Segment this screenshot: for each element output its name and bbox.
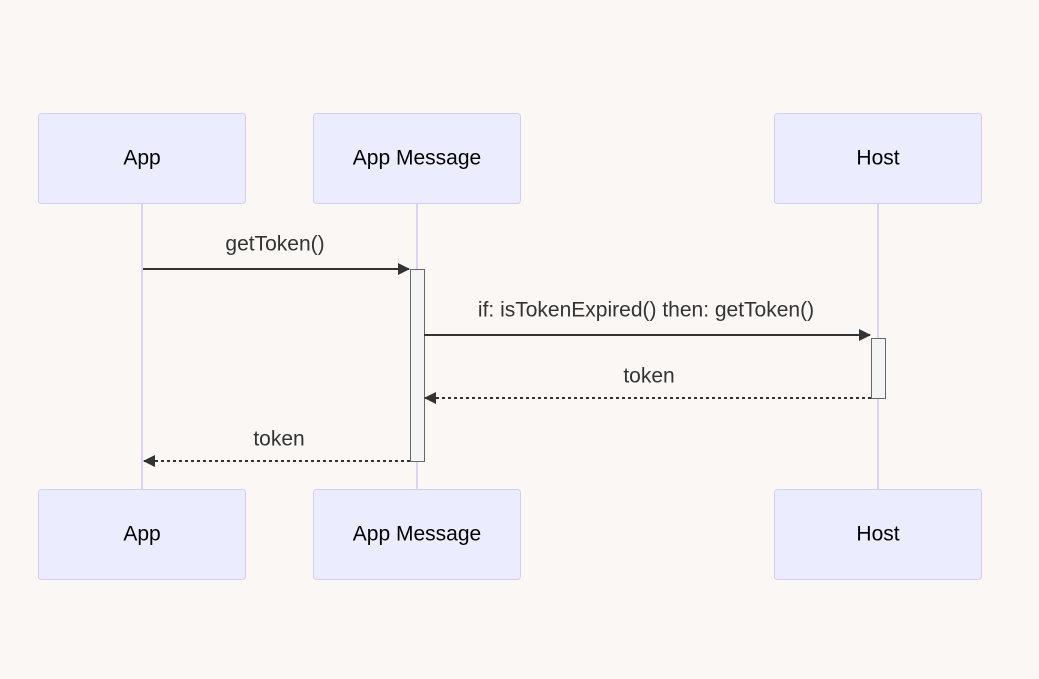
actor-label: Host xyxy=(856,147,899,170)
actor-label: App Message xyxy=(353,523,481,546)
message-conditional-gettoken: if: isTokenExpired() then: getToken() xyxy=(424,299,871,341)
actor-bottom-app[interactable]: App xyxy=(38,489,246,580)
message-token-return-app: token xyxy=(143,428,410,467)
activation-host xyxy=(871,338,886,399)
actor-label: App xyxy=(123,147,160,170)
actor-top-host[interactable]: Host xyxy=(774,113,982,204)
activation-app-message xyxy=(410,269,425,462)
message-token-return-host: token xyxy=(424,365,871,404)
actor-bottom-app-message[interactable]: App Message xyxy=(313,489,521,580)
message-gettoken: getToken() xyxy=(143,233,410,275)
actor-label: App Message xyxy=(353,147,481,170)
message-label: token xyxy=(253,428,304,451)
actor-top-app-message[interactable]: App Message xyxy=(313,113,521,204)
actor-label: App xyxy=(123,523,160,546)
actor-top-app[interactable]: App xyxy=(38,113,246,204)
message-label: token xyxy=(623,365,674,388)
message-label: getToken() xyxy=(225,233,324,256)
actor-bottom-host[interactable]: Host xyxy=(774,489,982,580)
message-label: if: isTokenExpired() then: getToken() xyxy=(478,299,814,322)
actor-label: Host xyxy=(856,523,899,546)
